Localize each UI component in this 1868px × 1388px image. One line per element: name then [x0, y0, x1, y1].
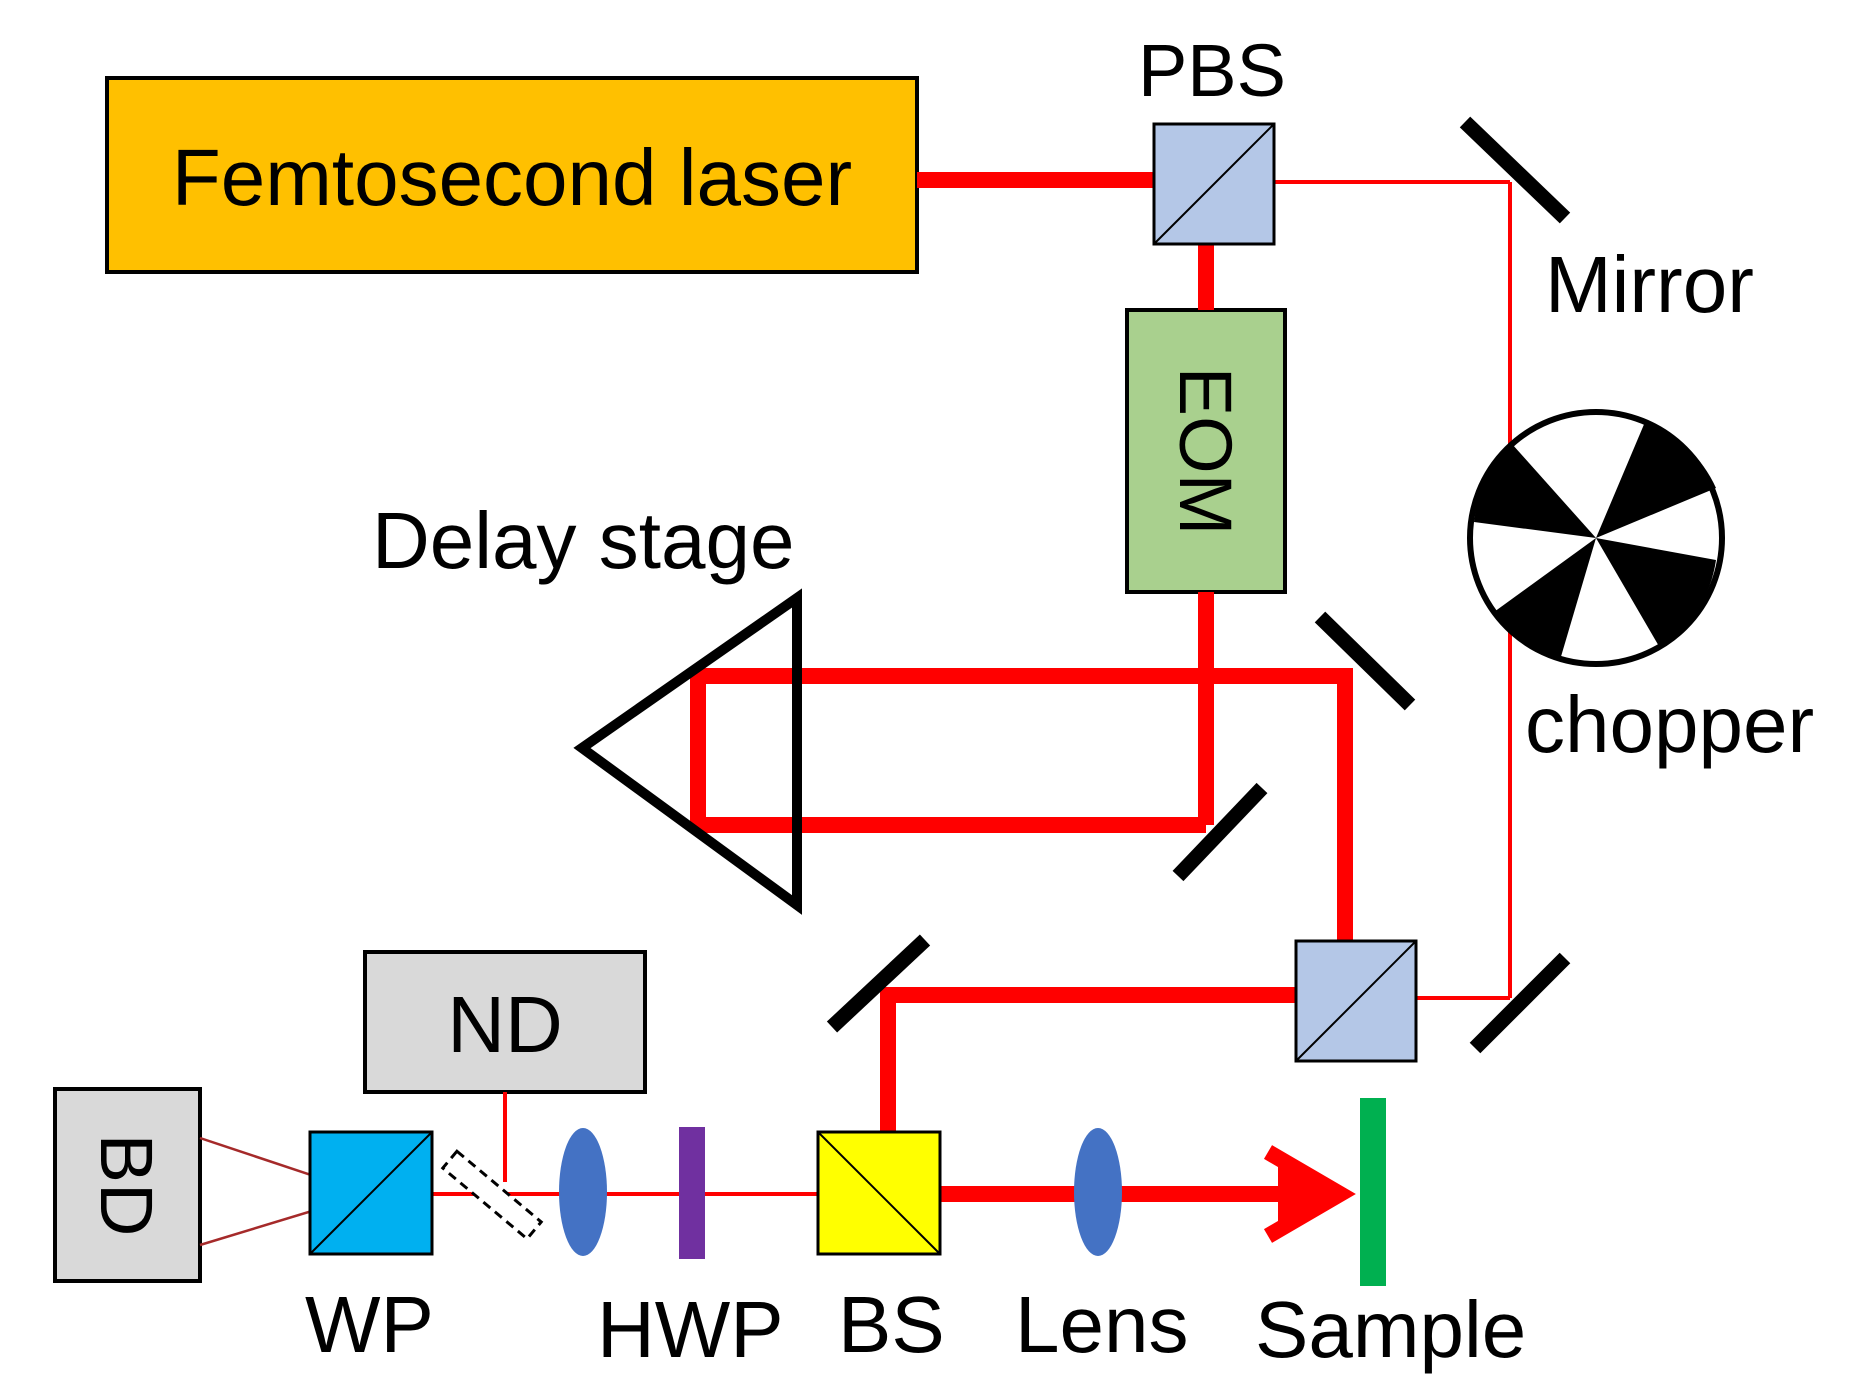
femtosecond-laser-box — [105, 76, 919, 274]
mirrors — [826, 116, 1571, 1054]
bs-cube — [816, 1130, 942, 1256]
mirror-delay-lower — [1172, 782, 1268, 882]
chopper-wheel — [1467, 409, 1725, 667]
hwp-plate — [679, 1127, 705, 1259]
nd-pickoff-plate — [440, 1149, 544, 1241]
mirror-top-right — [1459, 116, 1571, 224]
pbs-bottom-cube — [1294, 939, 1418, 1063]
wp-label: WP — [305, 1280, 434, 1369]
beam-delay-lower — [690, 668, 1353, 995]
bs-label: BS — [838, 1280, 945, 1369]
bd-label: BD — [85, 1134, 168, 1237]
arrow-chevron — [1263, 1145, 1356, 1243]
sample — [1360, 1098, 1386, 1286]
bd-box — [53, 1087, 202, 1283]
femtosecond-laser-label: Femtosecond laser — [172, 133, 852, 222]
lens-2 — [1074, 1128, 1122, 1256]
pbs-top-cube — [1152, 122, 1276, 246]
chopper-blade-1 — [1596, 422, 1716, 538]
chopper-blade-2 — [1596, 538, 1716, 648]
mirror-delay-upper — [1314, 611, 1416, 711]
hwp-label: HWP — [597, 1285, 784, 1374]
lens-label: Lens — [1015, 1280, 1188, 1369]
mirror-bottom-left — [826, 934, 931, 1033]
chopper-blade-4 — [1474, 444, 1596, 538]
eom-label: EOM — [1164, 367, 1247, 536]
wp-cube — [308, 1130, 434, 1256]
lens-1 — [559, 1128, 607, 1256]
mirror-label: Mirror — [1545, 240, 1754, 329]
mirror-bottom-right — [1469, 952, 1571, 1054]
nd-label: ND — [447, 980, 563, 1069]
delay-stage-label: Delay stage — [372, 496, 794, 585]
delay-stage-retroreflector — [573, 588, 802, 915]
sample-label: Sample — [1255, 1285, 1526, 1374]
pbs-label: PBS — [1138, 29, 1286, 112]
chopper-blade-3 — [1494, 538, 1596, 660]
eom-box — [1125, 308, 1287, 594]
nd-filter-box — [363, 950, 647, 1094]
chopper-label: chopper — [1525, 680, 1814, 769]
